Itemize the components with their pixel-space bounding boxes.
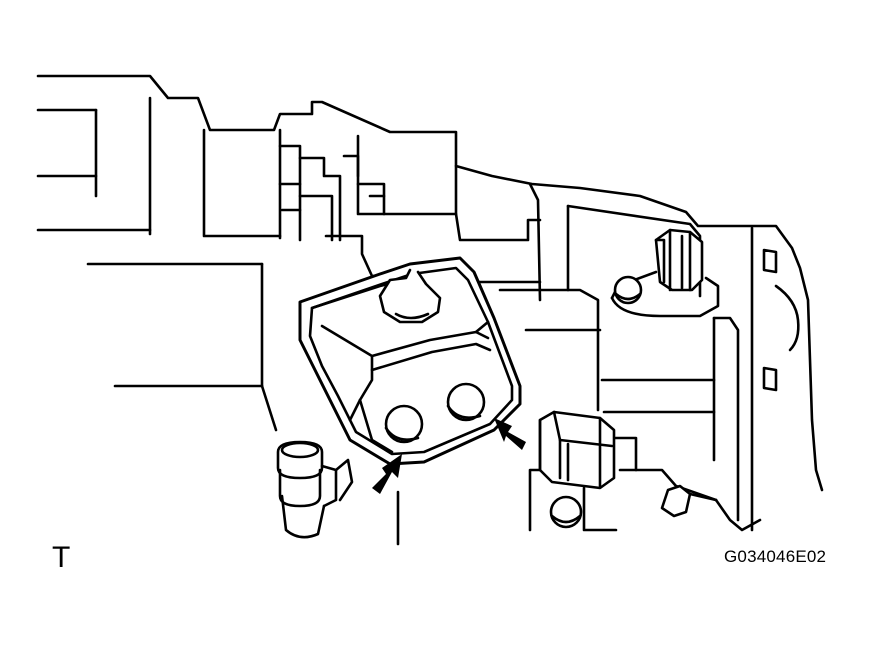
bolt-left: [386, 406, 422, 442]
thick-arrow-up-right-icon: [372, 454, 402, 494]
stud-bottom-left: [278, 442, 352, 537]
bolt-right: [448, 384, 484, 420]
view-marker: T: [52, 541, 71, 574]
stud-top-right: [615, 230, 702, 303]
thick-arrow-up-left-icon: [494, 418, 526, 450]
electrical-connector: [530, 412, 716, 530]
figure-code: G034046E02: [724, 547, 827, 566]
housing-outline: [38, 76, 822, 490]
